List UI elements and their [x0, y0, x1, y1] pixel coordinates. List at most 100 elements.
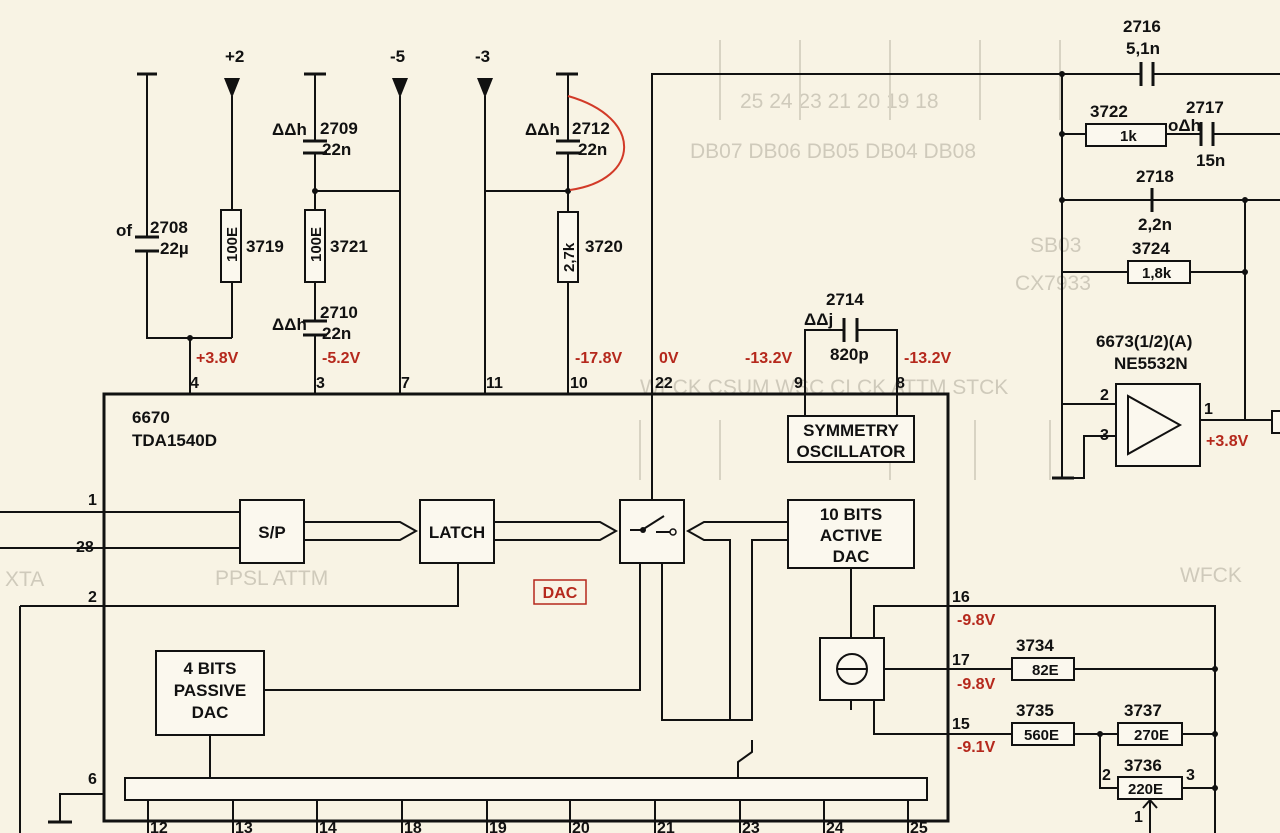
bleed-chip-a: SB03 — [1030, 234, 1081, 257]
active-dac-label-1: 10 BITS — [820, 505, 882, 524]
pin-21-label: 21 — [657, 820, 675, 833]
pin-16-label: 16 — [952, 589, 970, 606]
voltage-opamp-out: +3.8V — [1206, 433, 1249, 450]
bleed-signal-d: XTA — [5, 568, 44, 591]
r3735-value: 560E — [1024, 727, 1059, 744]
pin-11-label: 11 — [486, 375, 503, 392]
c2718-ref: 2718 — [1136, 167, 1174, 186]
oscillator-label-2: OSCILLATOR — [797, 442, 906, 461]
output-connector-stub — [1271, 410, 1280, 434]
voltage-pin22: 0V — [659, 350, 679, 367]
r3735-ref: 3735 — [1016, 701, 1054, 720]
r3737-value: 270E — [1134, 727, 1169, 744]
c2717-value: 15n — [1196, 151, 1225, 170]
symmetry-oscillator-block — [787, 415, 915, 463]
capacitor-2708-symbol — [135, 235, 159, 253]
r3736-ref: 3736 — [1124, 756, 1162, 775]
capacitor-2716-symbol — [1139, 62, 1155, 86]
pin-13-label: 13 — [235, 820, 253, 833]
bleed-signal-b: WFCK — [1180, 564, 1242, 587]
pin-8-label: 8 — [896, 375, 905, 392]
voltage-pin17: -9.8V — [957, 676, 996, 693]
resistor-3737-body — [1117, 722, 1183, 746]
c2709-value: 22n — [322, 140, 351, 159]
capacitor-2712-symbol — [556, 139, 580, 155]
voltage-pin9: -13.2V — [745, 350, 792, 367]
r3720-value: 2,7k — [561, 242, 578, 272]
pin-12-label: 12 — [150, 820, 168, 833]
voltage-pin10: -17.8V — [575, 350, 622, 367]
pin-10-label: 10 — [570, 375, 588, 392]
r3724-value: 1,8k — [1142, 265, 1172, 282]
opamp-ref: 6673(1/2)(A) — [1096, 332, 1192, 351]
c2714-note: ΔΔj — [804, 310, 833, 329]
red-annotation-curve — [567, 95, 625, 191]
active-dac-block — [787, 499, 915, 569]
c2712-ref: 2712 — [572, 119, 610, 138]
active-dac-label-3: DAC — [833, 547, 870, 566]
rail-arrow-minus3 — [477, 78, 493, 98]
rail-arrow-minus5 — [392, 78, 408, 98]
voltage-pin8: -13.2V — [904, 350, 951, 367]
c2708-ref: 2708 — [150, 218, 188, 237]
c2710-ref: 2710 — [320, 303, 358, 322]
resistor-3721-body — [304, 209, 326, 283]
pin-20-label: 20 — [572, 820, 590, 833]
pin-25-label: 25 — [910, 820, 928, 833]
c2708-value: 22µ — [160, 239, 189, 258]
supply-decoupling-section — [135, 72, 625, 394]
dac-tag-label: DAC — [543, 585, 578, 602]
pin-9-label: 9 — [794, 375, 803, 392]
ic-6670-part: TDA1540D — [132, 431, 217, 450]
pin-7-label: 7 — [401, 375, 410, 392]
voltage-pin15: -9.1V — [957, 739, 996, 756]
pin-24-label: 24 — [826, 820, 844, 833]
c2710-value: 22n — [322, 324, 351, 343]
pin-1-label: 1 — [88, 492, 97, 509]
opamp-part: NE5532N — [1114, 354, 1188, 373]
r3724-ref: 3724 — [1132, 239, 1170, 258]
active-dac-label-2: ACTIVE — [820, 526, 882, 545]
bleed-signal-c: PPSL ATTM — [215, 567, 328, 590]
bleed-chip-b: CX7933 — [1015, 272, 1091, 295]
bleed-pin-numbers: 25 24 23 21 20 19 18 — [740, 90, 939, 113]
r3736-value: 220E — [1128, 781, 1163, 798]
pin-18-label: 18 — [404, 820, 422, 833]
resistor-3722-body — [1085, 123, 1167, 147]
passive-dac-label-1: 4 BITS — [184, 659, 237, 678]
resistor-3719-body — [220, 209, 242, 283]
r3737-ref: 3737 — [1124, 701, 1162, 720]
rail-arrow-plus2 — [224, 78, 240, 98]
latch-block-label: LATCH — [429, 523, 485, 542]
capacitor-2709-symbol — [303, 139, 327, 155]
r3722-value: 1k — [1120, 128, 1137, 145]
c2710-note: ΔΔh — [272, 315, 307, 334]
voltage-pin4: +3.8V — [196, 350, 239, 367]
resistor-3734-body — [1011, 657, 1075, 681]
c2709-ref: 2709 — [320, 119, 358, 138]
resistor-3735-body — [1011, 722, 1075, 746]
oscillator-label-1: SYMMETRY — [803, 421, 899, 440]
switch-block — [619, 499, 685, 564]
passive-dac-label-2: PASSIVE — [174, 681, 246, 700]
c2718-value: 2,2n — [1138, 215, 1172, 234]
ic-6670-outline — [102, 392, 950, 823]
data-bus-bar — [124, 777, 928, 801]
latch-block — [419, 499, 495, 564]
rail-label-minus3: -3 — [475, 47, 490, 66]
c2716-ref: 2716 — [1123, 17, 1161, 36]
rail-label-plus2: +2 — [225, 47, 244, 66]
voltage-pin3: -5.2V — [322, 350, 361, 367]
c2714-ref: 2714 — [826, 290, 864, 309]
pin-3-label: 3 — [316, 375, 325, 392]
pot-pin-3-label: 3 — [1186, 767, 1195, 784]
r3719-ref: 3719 — [246, 237, 284, 256]
pin-23-label: 23 — [742, 820, 760, 833]
pot-pin-1-label: 1 — [1134, 809, 1143, 826]
sp-block — [239, 499, 305, 564]
pin-15-label: 15 — [952, 716, 970, 733]
opamp-pin-3-label: 3 — [1100, 427, 1109, 444]
pin-17-label: 17 — [952, 652, 970, 669]
r3734-ref: 3734 — [1016, 636, 1054, 655]
